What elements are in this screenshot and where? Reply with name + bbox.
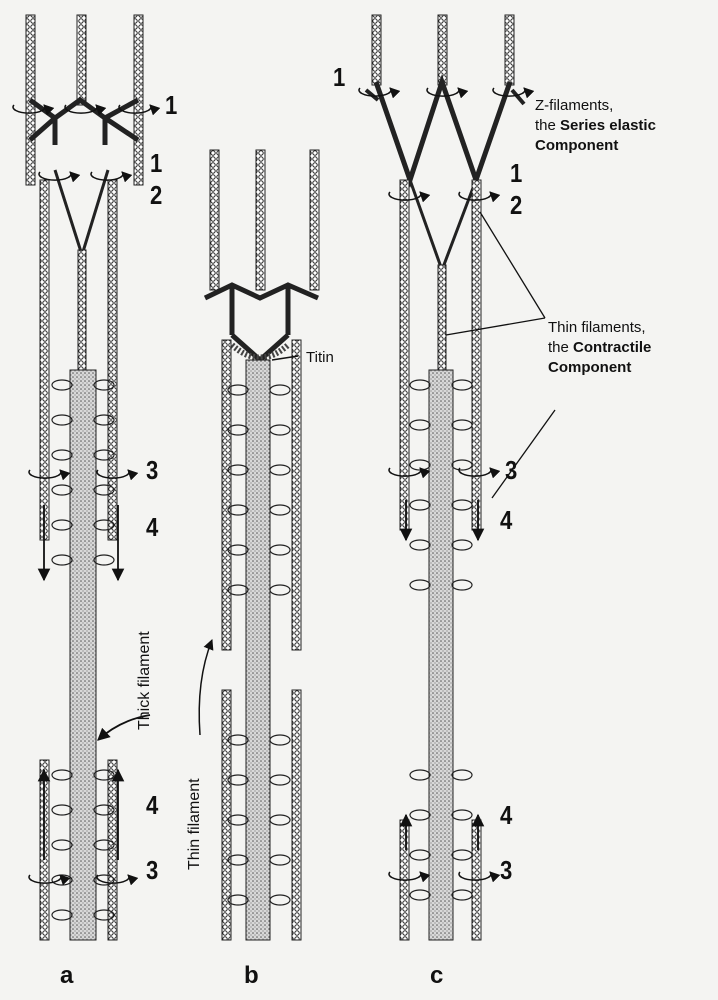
- z-filament-joint: [408, 179, 478, 275]
- step-number-3: 3: [500, 855, 513, 885]
- thin-filament: [437, 264, 447, 376]
- panel-label-b: b: [244, 962, 259, 989]
- thin-filament: [371, 14, 382, 86]
- z-filament-lattice: [28, 96, 140, 145]
- step-number-4: 4: [146, 512, 159, 542]
- thin-filament: [77, 249, 87, 371]
- rotation-arrows: [12, 104, 161, 886]
- contractile-bold: Contractile: [573, 339, 652, 356]
- step-number-4: 4: [146, 790, 159, 820]
- titin-label: Titin: [306, 349, 334, 366]
- z-filament-ends: [364, 88, 526, 106]
- panel-label-a: a: [60, 962, 74, 989]
- step-number-1: 1: [165, 90, 178, 120]
- thin-filament-label: Thin filament: [186, 778, 203, 870]
- thick-filament: [69, 369, 97, 941]
- panel-label-c: c: [430, 962, 444, 989]
- pointer-lines: [445, 211, 556, 499]
- thin-filament: [209, 149, 220, 291]
- thick-filament: [428, 369, 454, 941]
- thin-filaments-line2: the Contractile: [548, 339, 652, 356]
- step-number-3: 3: [146, 855, 159, 885]
- thin-filament: [39, 179, 50, 541]
- thin-filament: [399, 179, 410, 531]
- step-number-1: 1: [150, 148, 163, 178]
- thin-filament: [291, 689, 302, 941]
- rotation-arrows: [358, 87, 535, 883]
- thin-filament: [255, 149, 266, 291]
- thin-filaments-line1: Thin filaments,: [548, 319, 646, 336]
- myosin-heads: [227, 384, 291, 906]
- sliding-arrows: [399, 500, 485, 850]
- step-number-2: 2: [150, 180, 163, 210]
- step-number-2: 2: [510, 190, 523, 220]
- z-filament-lattice: [373, 74, 513, 188]
- z-filaments-annotation: Z-filaments, the Series elastic Componen…: [535, 96, 656, 156]
- step-number-3: 3: [505, 455, 518, 485]
- thin-filament: [291, 339, 302, 651]
- sliding-arrows: [37, 505, 151, 860]
- thin-filament: [221, 689, 232, 941]
- thin-filaments-annotation: Thin filaments, the Contractile Componen…: [548, 318, 651, 378]
- thin-filament: [76, 14, 87, 106]
- panel-a-drawing: [12, 14, 161, 941]
- z-filaments-line2: the Series elastic: [535, 117, 656, 134]
- step-number-4: 4: [500, 505, 513, 535]
- series-elastic-bold: Series elastic: [560, 117, 656, 134]
- z-filament-joint: [53, 169, 110, 261]
- z-filament-lattice: [203, 282, 319, 364]
- myosin-heads: [51, 379, 115, 921]
- titin-net: [230, 342, 290, 361]
- step-number-3: 3: [146, 455, 159, 485]
- thin-filament: [471, 179, 482, 531]
- thin-filaments-line3: Component: [548, 359, 632, 376]
- panel-b-drawing: [198, 149, 320, 941]
- thick-filament-label: Thick filament: [136, 631, 153, 730]
- thick-filament: [245, 359, 271, 941]
- thin-filament: [221, 339, 232, 651]
- z-filaments-line3: Component: [535, 137, 619, 154]
- pointer-lines: [198, 355, 299, 736]
- step-number-1: 1: [510, 158, 523, 188]
- z-filaments-line1: Z-filaments,: [535, 97, 614, 114]
- thin-filament: [504, 14, 515, 86]
- thin-filament: [309, 149, 320, 291]
- step-number-4: 4: [500, 800, 513, 830]
- thin-filament: [437, 14, 448, 86]
- step-number-1: 1: [333, 62, 346, 92]
- panel-c-drawing: [358, 14, 556, 941]
